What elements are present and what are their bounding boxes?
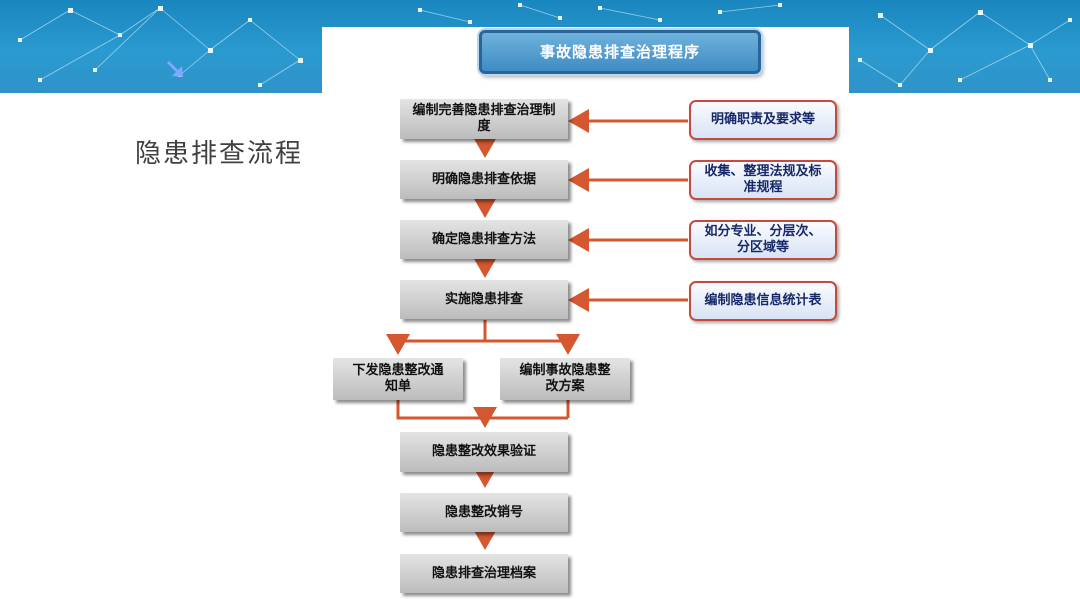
input-box: 收集、整理法规及标准规程 [689, 160, 837, 200]
step-box: 编制完善隐患排查治理制度 [400, 99, 568, 139]
step-box: 确定隐患排查方法 [400, 220, 568, 259]
final-step-box: 隐患排查治理档案 [400, 554, 568, 593]
branch-box: 下发隐患整改通知单 [333, 358, 463, 400]
corner-arrow-icon [166, 60, 183, 77]
step-box: 明确隐患排查依据 [400, 160, 568, 199]
branch-box: 编制事故隐患整改方案 [500, 358, 630, 400]
final-step-box: 隐患整改效果验证 [400, 432, 568, 472]
input-box: 编制隐患信息统计表 [689, 281, 837, 321]
final-step-box: 隐患整改销号 [400, 493, 568, 532]
step-box: 实施隐患排查 [400, 280, 568, 319]
split-connector [398, 320, 487, 343]
diagram-title: 事故隐患排查治理程序 [479, 30, 761, 74]
merge-connector [396, 400, 568, 420]
slide-title: 隐患排查流程 [135, 139, 304, 169]
input-box: 明确职责及要求等 [689, 100, 837, 140]
input-box: 如分专业、分层次、分区域等 [689, 220, 837, 260]
network-pattern [18, 3, 1072, 87]
